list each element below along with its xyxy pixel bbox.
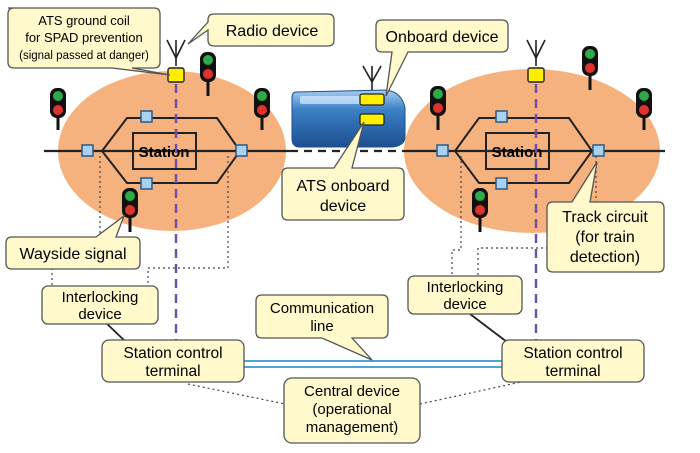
callout-text: Communication — [270, 300, 374, 317]
callout-text: management) — [306, 419, 399, 436]
callout-text: (for train — [575, 229, 635, 246]
central-device: Central device (operational management) — [283, 377, 421, 444]
callout-text: Onboard device — [386, 29, 499, 46]
station-label-right: Station — [492, 144, 543, 161]
wayside-signals — [50, 46, 652, 232]
train-car — [291, 65, 406, 148]
track-circuit-box — [495, 110, 508, 123]
station-label-left: Station — [139, 144, 190, 161]
callout-communication-line: Communication line — [255, 294, 389, 361]
signal-icon — [200, 52, 216, 96]
track-circuit-box — [140, 110, 153, 123]
callout-wayside-signal: Wayside signal — [5, 214, 141, 270]
callout-text: Track circuit — [562, 209, 648, 226]
callout-text: (operational — [312, 401, 391, 418]
callout-ats-ground-coil: ATS ground coil for SPAD prevention (sig… — [7, 7, 171, 76]
communication-line — [244, 360, 502, 368]
station-box-right: Station — [485, 132, 550, 170]
track-circuit-box — [81, 144, 94, 157]
callout-ats-onboard: ATS onboard device — [281, 121, 405, 221]
callout-text: line — [310, 318, 333, 335]
callout-text: device — [320, 198, 366, 215]
track-circuit-box — [140, 177, 153, 190]
callout-text: Wayside signal — [19, 246, 126, 263]
interlocking-link-left — [104, 321, 127, 343]
signal-icon — [122, 188, 138, 232]
signal-icon — [472, 188, 488, 232]
callout-onboard-device: Onboard device — [375, 19, 509, 97]
callout-text: ATS ground coil — [38, 13, 130, 28]
signal-icon — [430, 86, 446, 130]
track-circuit-box — [592, 144, 605, 157]
radio-antenna-left — [166, 39, 186, 66]
track-circuit-box — [436, 144, 449, 157]
onboard-antenna — [362, 65, 382, 90]
track-circuit-box — [495, 177, 508, 190]
radio-antenna-right — [526, 39, 546, 66]
radio-links — [174, 84, 538, 340]
signal-icon — [582, 46, 598, 90]
interlocking-link-right — [469, 313, 508, 343]
callout-text: device — [443, 296, 486, 313]
callout-text: Station control — [523, 345, 622, 362]
onboard-device-box — [359, 93, 385, 106]
callout-text: (signal passed at danger) — [19, 50, 149, 62]
callout-track-circuit: Track circuit (for train detection) — [546, 161, 665, 273]
ats-onboard-box — [359, 113, 385, 126]
signal-icon — [50, 88, 66, 130]
callout-text: ATS onboard — [296, 178, 389, 195]
callout-interlocking-right: Interlocking device — [407, 275, 523, 315]
callout-radio-device: Radio device — [187, 13, 335, 47]
callout-text: Central device — [304, 383, 400, 400]
ground-coil-right — [527, 67, 545, 83]
signal-icon — [254, 88, 270, 130]
callout-text: detection) — [570, 249, 640, 266]
callout-text: terminal — [145, 363, 200, 380]
track-circuit-box — [235, 144, 248, 157]
signal-icon — [636, 88, 652, 130]
callout-text: Interlocking — [427, 279, 504, 296]
station-control-terminal-right: Station control terminal — [501, 339, 645, 383]
callout-text: terminal — [545, 363, 600, 380]
callout-interlocking-left: Interlocking device — [41, 285, 159, 325]
track-circuit-boxes — [81, 110, 605, 190]
callout-text: for SPAD prevention — [25, 30, 143, 45]
station-loop-right — [453, 117, 594, 184]
callout-text: Radio device — [226, 23, 319, 40]
callout-text: device — [78, 306, 121, 323]
station-control-terminal-left: Station control terminal — [101, 339, 245, 383]
callout-text: Interlocking — [62, 289, 139, 306]
callout-text: Station control — [123, 345, 222, 362]
ground-coil-left — [167, 67, 185, 83]
